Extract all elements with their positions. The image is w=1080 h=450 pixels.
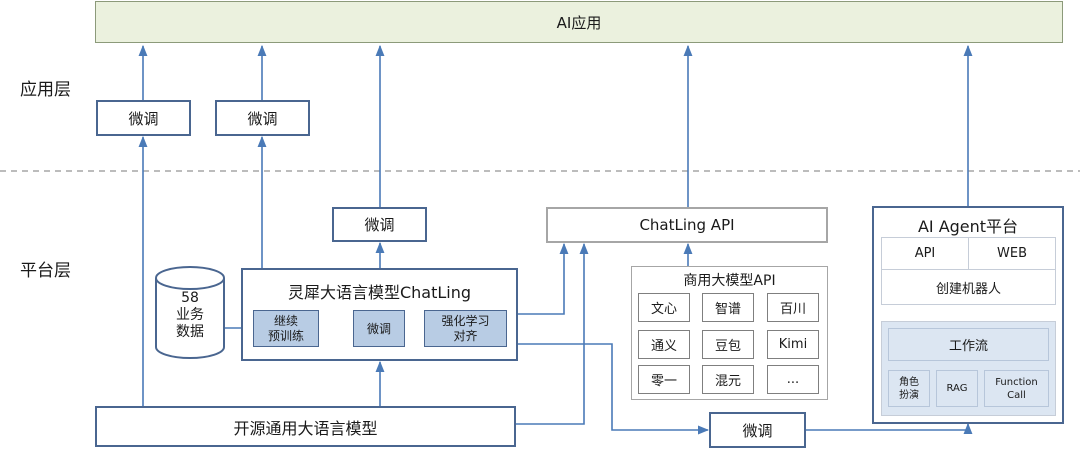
model-zhipu: 智谱 [702, 293, 754, 322]
ai-application-bar: AI应用 [95, 1, 1063, 43]
business-data-cylinder: 58 业务 数据 [155, 266, 225, 359]
cylinder-shape [155, 266, 225, 359]
model-baichuan: 百川 [767, 293, 819, 322]
agent-workflow: 工作流 [888, 328, 1049, 361]
model-wenxin: 文心 [638, 293, 690, 322]
open-source-llm-box: 开源通用大语言模型 [95, 406, 516, 447]
ai-application-label: AI应用 [556, 13, 602, 32]
finetune-box-app-1: 微调 [96, 100, 191, 136]
stage-finetune: 微调 [353, 310, 405, 347]
chatling-model-title: 灵犀大语言模型ChatLing [287, 283, 472, 302]
agent-function-call: Function Call [984, 370, 1049, 407]
finetune-label: 微调 [247, 109, 278, 128]
stage-continue-pretrain: 继续 预训练 [253, 310, 319, 347]
ai-agent-platform-title: AI Agent平台 [917, 217, 1019, 236]
stage-rl-alignment: 强化学习 对齐 [424, 310, 507, 347]
finetune-box-app-2: 微调 [215, 100, 310, 136]
agent-web: WEB [968, 237, 1056, 270]
chatling-api-box: ChatLing API [546, 207, 828, 243]
finetune-label: 微调 [742, 421, 773, 440]
model-kimi: Kimi [767, 330, 819, 359]
agent-rag: RAG [936, 370, 978, 407]
model-tongyi: 通义 [638, 330, 690, 359]
open-source-llm-label: 开源通用大语言模型 [233, 418, 378, 438]
application-layer-label: 应用层 [20, 80, 71, 100]
model-hunyuan: 混元 [702, 365, 754, 394]
chatling-api-label: ChatLing API [639, 216, 735, 234]
agent-create-bot: 创建机器人 [881, 269, 1056, 305]
commercial-api-title: 商用大模型API [683, 273, 776, 289]
finetune-box-platform: 微调 [332, 207, 427, 242]
model-lingyi: 零一 [638, 365, 690, 394]
finetune-label: 微调 [128, 109, 159, 128]
finetune-label: 微调 [364, 216, 395, 234]
finetune-box-bottom: 微调 [709, 412, 806, 448]
model-doubao: 豆包 [702, 330, 754, 359]
agent-api: API [881, 237, 969, 270]
platform-layer-label: 平台层 [20, 261, 71, 281]
business-data-label: 58 业务 数据 [176, 290, 204, 340]
agent-role-play: 角色 扮演 [888, 370, 930, 407]
model-more: ... [767, 365, 819, 394]
